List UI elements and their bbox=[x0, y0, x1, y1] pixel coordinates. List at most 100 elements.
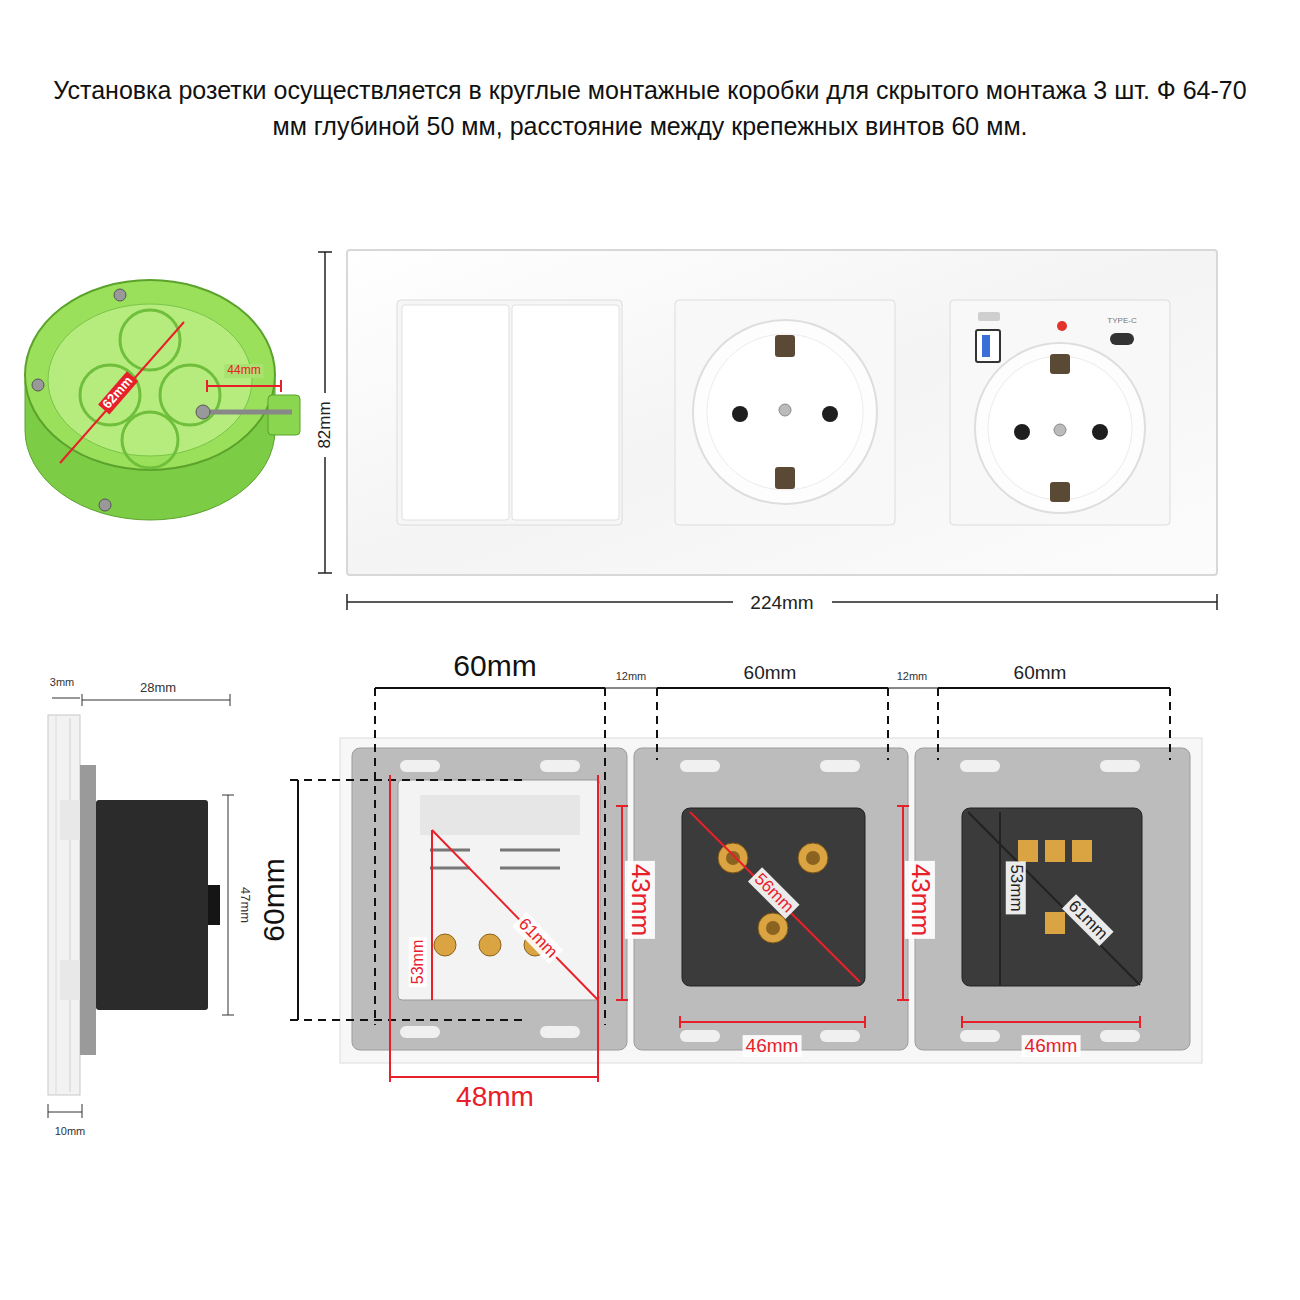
back-view bbox=[718, 843, 748, 873]
dark-dimension bbox=[968, 812, 1140, 985]
dimension-label: 60mm bbox=[744, 662, 797, 684]
back-view bbox=[1072, 840, 1092, 862]
back-view bbox=[540, 1026, 580, 1038]
dimension-label: 60mm bbox=[257, 855, 292, 944]
red-dimension bbox=[864, 1016, 866, 1028]
front-panel bbox=[732, 406, 748, 422]
dimension-line bbox=[228, 795, 229, 1015]
dimension-line bbox=[1216, 594, 1218, 610]
back-view bbox=[960, 760, 1000, 772]
front-panel bbox=[1050, 354, 1070, 374]
side-view bbox=[70, 718, 71, 1092]
dimension-label: 53mm bbox=[409, 937, 427, 987]
red-dimension bbox=[962, 1021, 1140, 1023]
dimension-line bbox=[938, 687, 1170, 689]
dimension-label: 43mm bbox=[905, 861, 935, 939]
dashed-guide bbox=[374, 688, 376, 1025]
front-panel bbox=[775, 467, 795, 489]
mounting-box bbox=[160, 365, 220, 425]
side-view bbox=[208, 885, 220, 925]
back-view bbox=[915, 748, 1190, 1050]
front-panel bbox=[675, 300, 895, 525]
dark-dimension bbox=[999, 812, 1001, 985]
red-dimension bbox=[679, 1016, 681, 1028]
front-panel bbox=[693, 320, 877, 504]
red-dimension bbox=[616, 999, 628, 1001]
back-view bbox=[634, 748, 908, 1050]
dimension-label: 60mm bbox=[453, 649, 536, 684]
dark-dimension bbox=[968, 812, 1140, 985]
red-dimension bbox=[1139, 1016, 1141, 1028]
back-view bbox=[1045, 840, 1065, 862]
back-view bbox=[1045, 912, 1065, 934]
dimension-line bbox=[48, 694, 234, 1118]
front-panel bbox=[988, 356, 1132, 500]
dimension-line bbox=[832, 601, 1217, 603]
dashed-guide bbox=[656, 688, 658, 760]
red-dimension bbox=[897, 805, 909, 807]
dimension-line bbox=[346, 594, 348, 610]
dimension-label: 43mm bbox=[625, 861, 655, 939]
red-dimension bbox=[597, 775, 599, 1082]
front-panel bbox=[978, 312, 1000, 321]
dimension-line bbox=[324, 252, 326, 393]
dimension-label: 46mm bbox=[1022, 1035, 1081, 1057]
front-panel bbox=[975, 343, 1145, 513]
front-panel bbox=[779, 404, 791, 416]
dimension-line bbox=[657, 687, 888, 689]
dimension-label: 46mm bbox=[743, 1035, 802, 1057]
front-panel bbox=[347, 250, 1217, 575]
side-view bbox=[96, 800, 208, 1010]
dimension-line bbox=[230, 694, 231, 706]
front-panel bbox=[1110, 333, 1134, 345]
mounting-box bbox=[200, 410, 292, 415]
back-view bbox=[340, 738, 1202, 1063]
back-view bbox=[500, 849, 560, 852]
dimension-label: 60mm bbox=[1014, 662, 1067, 684]
front-panel bbox=[822, 406, 838, 422]
dimension-label: 82mm bbox=[315, 398, 335, 451]
back-view bbox=[820, 760, 860, 772]
back-view bbox=[960, 1030, 1000, 1042]
red-dimension bbox=[616, 805, 628, 807]
mounting-box bbox=[25, 280, 300, 520]
dimension-line bbox=[324, 457, 326, 573]
dimension-label: 28mm bbox=[137, 681, 179, 696]
dimension-label: 47mm bbox=[238, 884, 253, 926]
dimension-line bbox=[82, 1104, 83, 1118]
dimension-label: 10mm bbox=[55, 1125, 86, 1138]
mounting-box bbox=[80, 365, 140, 425]
back-view bbox=[820, 1030, 860, 1042]
back-view bbox=[758, 913, 788, 943]
front-panel bbox=[512, 305, 619, 520]
mounting-box bbox=[196, 405, 210, 419]
back-view bbox=[540, 760, 580, 772]
dimension-line bbox=[82, 700, 230, 701]
back-view bbox=[1100, 1030, 1140, 1042]
back-view bbox=[962, 808, 1142, 986]
side-view bbox=[56, 715, 57, 1095]
side-view bbox=[60, 960, 80, 1000]
mounting-box bbox=[122, 412, 178, 468]
dashed-guide bbox=[937, 688, 939, 760]
back-view bbox=[430, 867, 470, 870]
mounting-box bbox=[207, 385, 281, 387]
dashed-guide bbox=[604, 688, 606, 1025]
front-panel bbox=[402, 305, 509, 520]
front-panel bbox=[1092, 424, 1108, 440]
front-panel bbox=[1057, 321, 1067, 331]
dimension-line bbox=[222, 1015, 234, 1016]
red-dimension bbox=[389, 775, 391, 1082]
mounting-box bbox=[206, 380, 208, 392]
dashed-guide bbox=[290, 1019, 525, 1021]
dimension-line bbox=[888, 688, 938, 689]
mounting-box bbox=[60, 322, 184, 463]
back-view bbox=[806, 851, 820, 865]
back-view bbox=[400, 760, 440, 772]
dimension-line bbox=[318, 251, 332, 253]
front-panel bbox=[775, 335, 795, 357]
front-panel bbox=[397, 300, 622, 525]
mounting-box bbox=[280, 380, 282, 392]
red-dimension bbox=[621, 806, 623, 1000]
